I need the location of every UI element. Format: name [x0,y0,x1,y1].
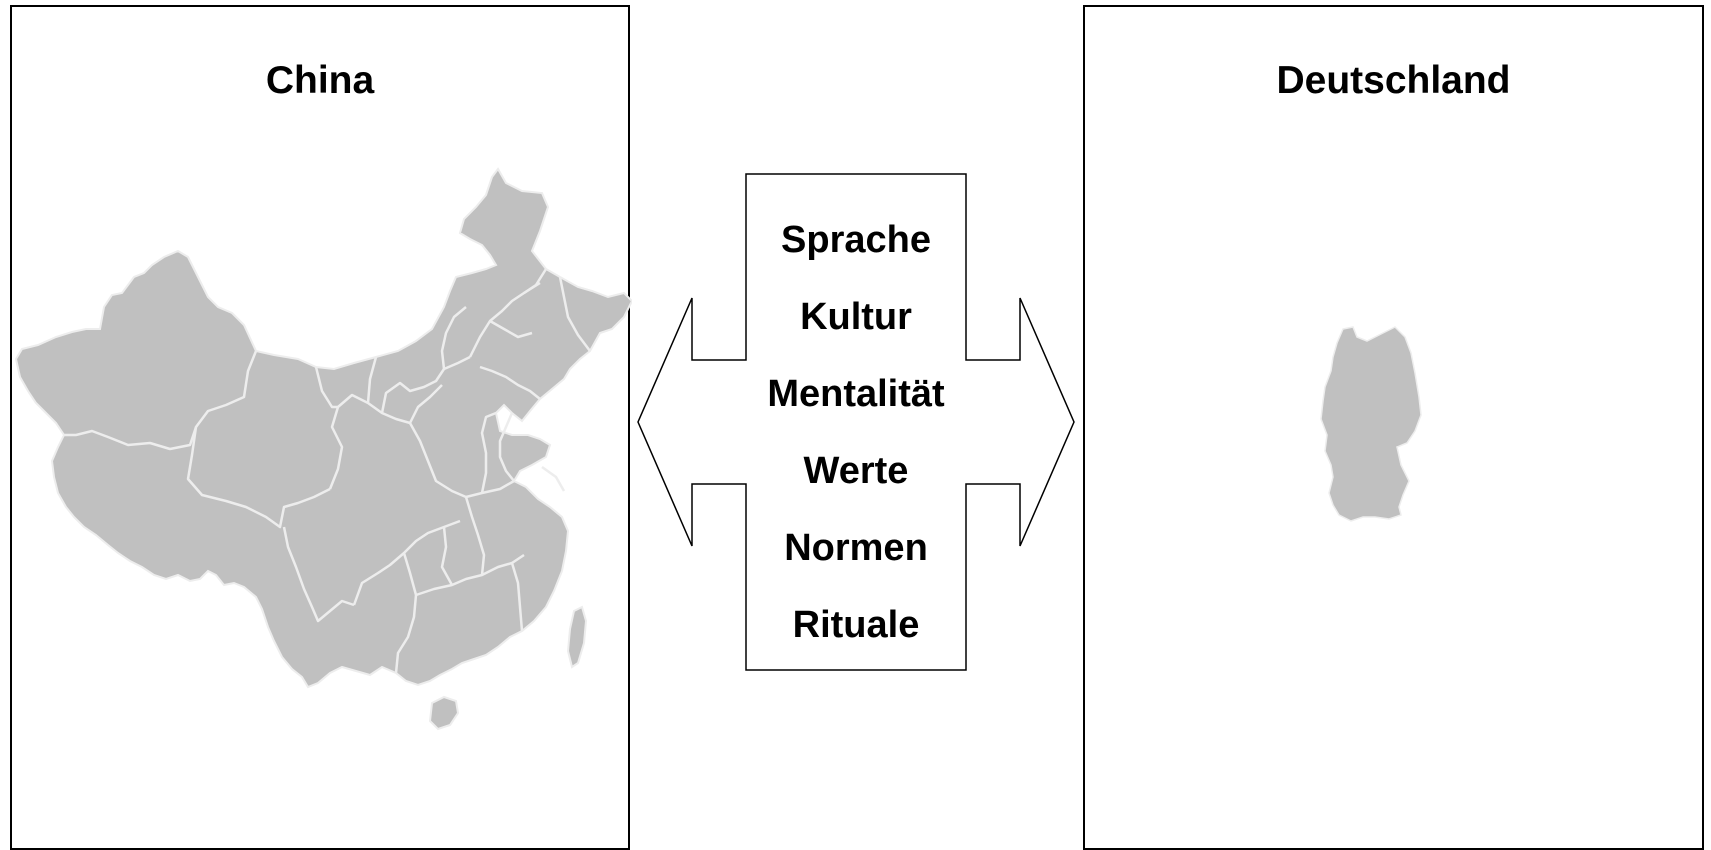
concept-item-normen: Normen [784,527,928,569]
china-panel: China [10,5,632,850]
germany-map-icon [1320,326,1422,522]
left-arrow-shape [637,173,1075,671]
taiwan-island [566,605,588,669]
china-mainland [14,167,632,689]
china-title: China [265,59,375,102]
concept-list: Sprache Kultur Mentalität Werte Normen R… [746,202,966,664]
double-arrow-shape [637,173,1075,671]
concept-item-sprache: Sprache [781,219,931,261]
concept-item-rituale: Rituale [792,604,920,646]
germany-shape [1320,326,1422,522]
concept-item-werte: Werte [803,450,909,492]
concept-item-kultur: Kultur [800,296,912,338]
province-borders [64,268,591,674]
concept-item-mentalitaet: Mentalität [767,373,945,415]
china-map-icon [14,167,632,731]
germany-title: Deutschland [1276,59,1511,102]
hainan-island [428,695,460,731]
concept-exchange-diagram: Sprache Kultur Mentalität Werte Normen R… [636,172,1076,672]
germany-panel: Deutschland [1083,5,1704,850]
